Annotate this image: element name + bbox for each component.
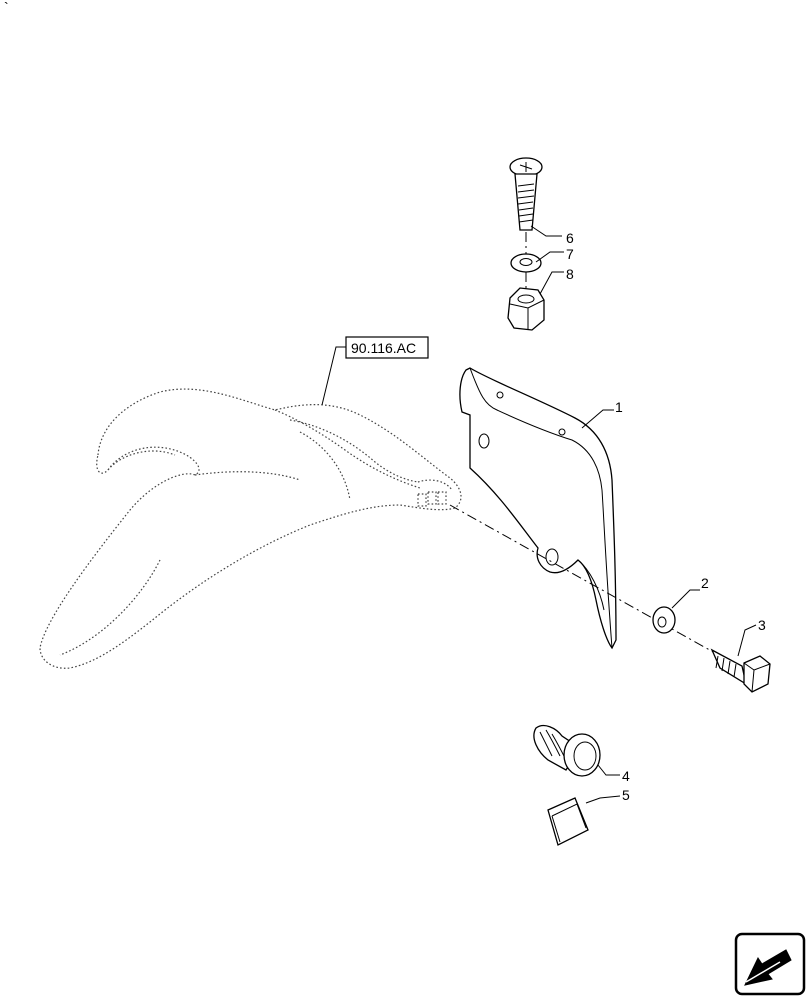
reference-leader bbox=[321, 346, 346, 406]
leader-5 bbox=[585, 795, 621, 804]
leader-2 bbox=[671, 589, 700, 609]
reference-label: 90.116.AC bbox=[351, 340, 416, 356]
leader-3 bbox=[737, 624, 757, 657]
pad-part-5 bbox=[547, 797, 589, 846]
callout-number-7: 7 bbox=[566, 246, 574, 262]
bracket-part-1 bbox=[459, 367, 617, 650]
reference-callout[interactable]: 90.116.AC bbox=[321, 336, 429, 406]
fender-reference-outline bbox=[39, 388, 462, 669]
callout-3: 3 bbox=[737, 617, 766, 657]
washer-part-2 bbox=[652, 606, 676, 634]
nut-part-8 bbox=[507, 287, 545, 331]
callout-number-4: 4 bbox=[622, 768, 630, 784]
callout-5: 5 bbox=[585, 787, 630, 804]
next-page-arrow-icon[interactable] bbox=[734, 932, 806, 996]
plug-part-4 bbox=[533, 724, 601, 777]
callout-number-8: 8 bbox=[566, 266, 574, 282]
callout-2: 2 bbox=[671, 575, 709, 609]
corner-mark: ` bbox=[4, 0, 9, 15]
leader-1 bbox=[581, 409, 614, 429]
callout-7: 7 bbox=[535, 246, 574, 263]
callout-8: 8 bbox=[539, 266, 574, 295]
callout-number-5: 5 bbox=[622, 787, 630, 803]
leader-8 bbox=[539, 271, 564, 295]
screw-part-6 bbox=[509, 157, 543, 231]
bolt-part-3 bbox=[710, 648, 771, 693]
leader-6 bbox=[530, 225, 562, 237]
leader-4 bbox=[597, 764, 620, 776]
callout-number-6: 6 bbox=[566, 230, 574, 246]
callout-number-3: 3 bbox=[758, 617, 766, 633]
callout-4: 4 bbox=[597, 764, 630, 784]
washer-part-7 bbox=[510, 253, 542, 273]
callout-number-2: 2 bbox=[701, 575, 709, 591]
callout-6: 6 bbox=[530, 225, 574, 246]
callout-1: 1 bbox=[581, 399, 623, 429]
callout-number-1: 1 bbox=[615, 399, 623, 415]
leader-7 bbox=[535, 251, 564, 263]
